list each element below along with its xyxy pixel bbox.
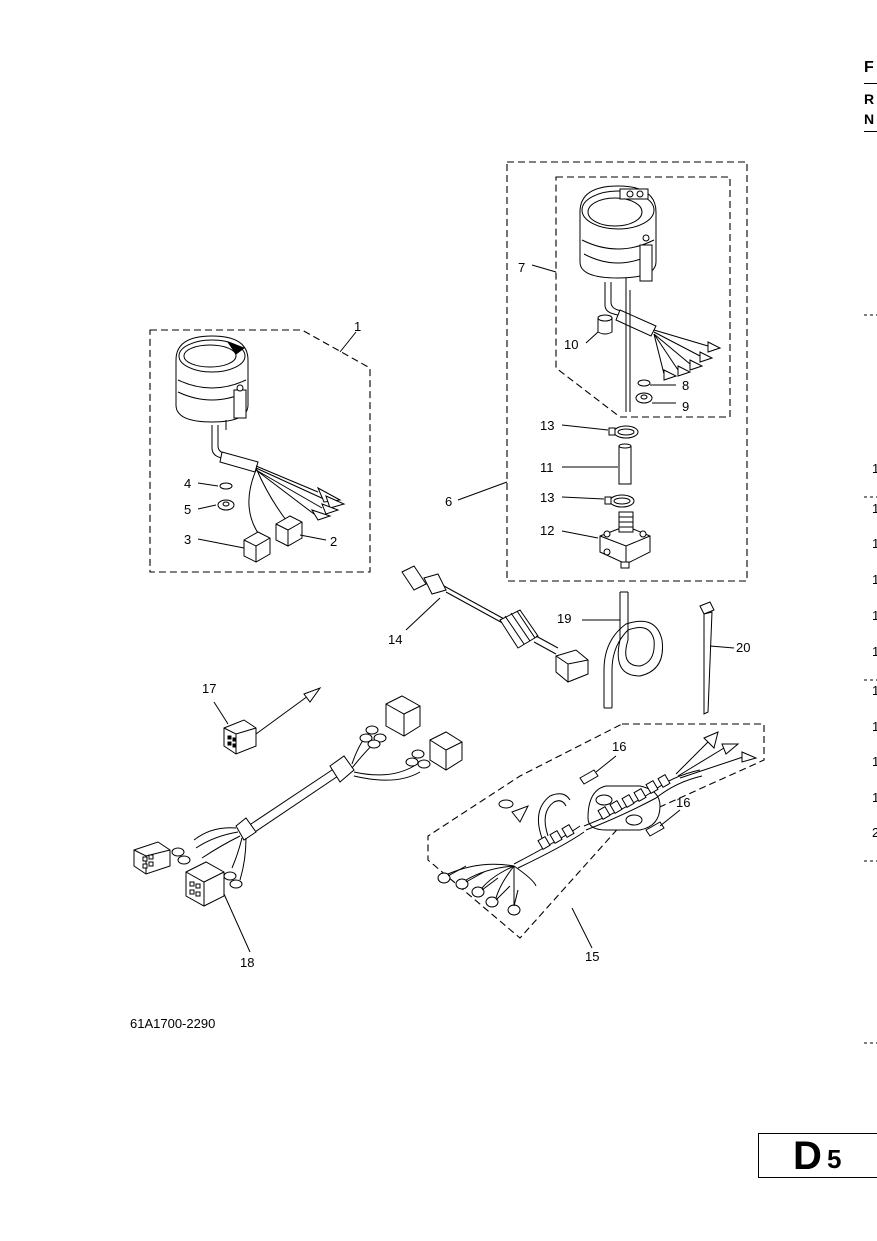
callout-10: 10 <box>564 337 578 352</box>
margin-header-n: N <box>864 111 875 127</box>
cable-14-icon <box>401 565 589 683</box>
side-digit: 1 <box>872 754 877 769</box>
page-tag-letter: D <box>793 1134 822 1178</box>
terminal-16-upper-icon <box>579 769 599 785</box>
cable-tie-20-icon <box>699 601 715 715</box>
side-digit: 1 <box>872 683 877 698</box>
connector-2-icon <box>275 515 303 547</box>
callout-17: 17 <box>202 681 216 696</box>
callout-11: 11 <box>540 460 554 475</box>
nut-5-icon <box>217 499 235 511</box>
margin-divider <box>864 83 877 84</box>
cap-10-icon <box>597 314 613 335</box>
figure-code: 61A1700-2290 <box>130 1016 216 1031</box>
wire-leads-7-icon <box>653 329 722 381</box>
callout-7: 7 <box>518 260 525 275</box>
gauge-7-icon <box>579 185 657 337</box>
margin-header-f: F <box>864 59 874 76</box>
gauge-1-icon <box>175 335 259 473</box>
leader-lines <box>197 264 735 953</box>
side-digit: 1 <box>872 608 877 623</box>
callout-13-upper: 13 <box>540 418 554 433</box>
callout-12: 12 <box>540 523 554 538</box>
side-digit: 1 <box>872 501 877 516</box>
nut-9-icon <box>635 392 653 404</box>
callout-6: 6 <box>445 494 452 509</box>
callout-16-upper: 16 <box>612 739 626 754</box>
side-digit: 2 <box>872 825 877 840</box>
callout-3: 3 <box>184 532 191 547</box>
connector-3-icon <box>243 531 271 563</box>
harness-18-icon <box>133 695 463 907</box>
margin-header-r: R <box>864 91 875 107</box>
side-digit: 1 <box>872 572 877 587</box>
connector-17-icon <box>223 686 322 755</box>
page-tag: D 5 <box>758 1133 877 1178</box>
callout-14: 14 <box>388 632 402 647</box>
page-tag-number: 5 <box>827 1144 842 1174</box>
hose-clamp-13-lower-icon <box>604 494 635 508</box>
callout-9: 9 <box>682 399 689 414</box>
callout-18: 18 <box>240 955 254 970</box>
group-7-boundary <box>555 176 731 418</box>
group-15-boundary <box>427 723 765 939</box>
hose-19-icon <box>603 591 664 709</box>
side-digit: 1 <box>872 719 877 734</box>
hose-clamp-13-upper-icon <box>608 425 639 439</box>
harness-15-icon <box>437 731 758 916</box>
callout-5: 5 <box>184 502 191 517</box>
terminal-16-lower-icon <box>645 821 665 837</box>
callout-15: 15 <box>585 949 599 964</box>
callout-19: 19 <box>557 611 571 626</box>
washer-8-icon <box>637 379 651 387</box>
callout-20: 20 <box>736 640 750 655</box>
pickup-12-icon <box>599 511 651 569</box>
callout-1: 1 <box>354 319 361 334</box>
side-digit: 1 <box>872 461 877 476</box>
callout-13-lower: 13 <box>540 490 554 505</box>
margin-divider <box>864 131 877 132</box>
callout-4: 4 <box>184 476 191 491</box>
callout-8: 8 <box>682 378 689 393</box>
group-1-boundary <box>149 329 371 573</box>
tube-11-icon <box>618 443 632 485</box>
side-digit: 1 <box>872 790 877 805</box>
wire-leads-1-icon <box>248 465 346 537</box>
side-digit: 1 <box>872 536 877 551</box>
callout-16-lower: 16 <box>676 795 690 810</box>
callout-2: 2 <box>330 534 337 549</box>
side-digit: 1 <box>872 644 877 659</box>
margin-separators <box>864 314 877 1044</box>
washer-4-icon <box>219 482 233 490</box>
callout-numbers: 1 2 3 4 5 6 7 8 9 10 11 12 13 13 14 15 1… <box>184 260 750 970</box>
